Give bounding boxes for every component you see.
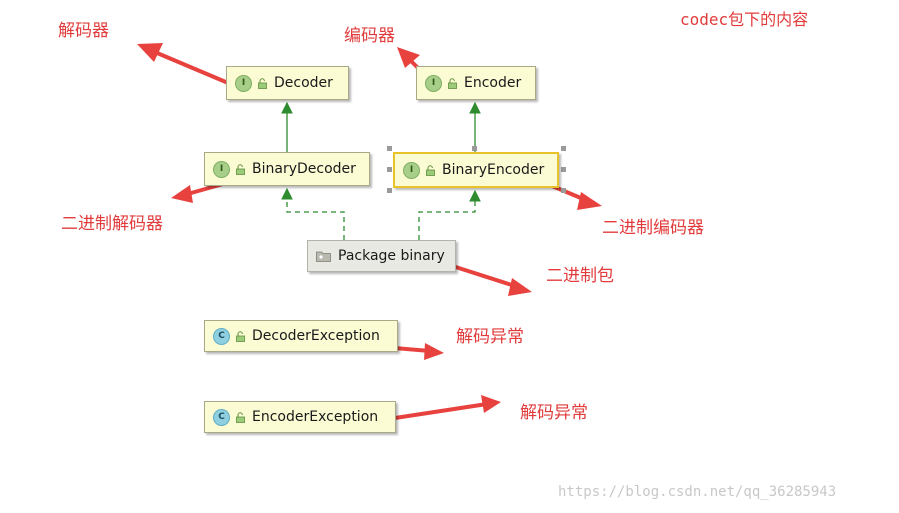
- arrow-decoder: [137, 43, 242, 90]
- node-encoder-exception[interactable]: C EncoderException: [204, 401, 396, 433]
- annotation-decoder: 解码器: [58, 21, 109, 41]
- edge-package-binaryencoder: [418, 189, 481, 240]
- class-icon: C: [213, 408, 230, 426]
- node-binary-encoder[interactable]: I BinaryEncoder: [393, 152, 559, 188]
- annotation-package-binary: 二进制包: [546, 266, 614, 286]
- open-lock-icon: [426, 164, 435, 176]
- selection-handle[interactable]: [561, 167, 566, 172]
- interface-icon: I: [235, 74, 252, 92]
- interface-icon: I: [425, 74, 442, 92]
- open-lock-icon: [236, 330, 245, 342]
- annotation-encoder-exception: 解码异常: [520, 403, 588, 423]
- selection-handle[interactable]: [561, 146, 566, 151]
- annotation-decoder-exception: 解码异常: [456, 327, 524, 347]
- interface-icon: I: [403, 161, 420, 179]
- open-lock-icon: [236, 163, 245, 175]
- node-decoder[interactable]: I Decoder: [226, 66, 349, 100]
- node-encoder[interactable]: I Encoder: [416, 66, 536, 100]
- open-lock-icon: [236, 411, 245, 423]
- class-icon: C: [213, 327, 230, 345]
- interface-icon: I: [213, 160, 230, 178]
- selection-handle[interactable]: [472, 146, 477, 151]
- annotation-encoder: 编码器: [344, 26, 395, 46]
- node-binary-decoder[interactable]: I BinaryDecoder: [204, 152, 370, 186]
- node-label: Decoder: [274, 75, 333, 91]
- node-decoder-exception[interactable]: C DecoderException: [204, 320, 398, 352]
- node-label: Package binary: [338, 248, 445, 264]
- node-label: Encoder: [464, 75, 522, 91]
- annotation-binary-encoder: 二进制编码器: [602, 218, 704, 238]
- edge-package-binarydecoder: [281, 187, 345, 240]
- open-lock-icon: [448, 77, 457, 89]
- selection-handle[interactable]: [387, 188, 392, 193]
- watermark: https://blog.csdn.net/qq_36285943: [558, 484, 837, 500]
- annotation-binary-decoder: 二进制解码器: [61, 214, 163, 234]
- selection-handle[interactable]: [387, 146, 392, 151]
- selection-handle[interactable]: [561, 188, 566, 193]
- node-package-binary[interactable]: Package binary: [307, 240, 456, 272]
- node-label: DecoderException: [252, 328, 380, 344]
- package-icon: [316, 251, 331, 262]
- node-label: EncoderException: [252, 409, 379, 425]
- open-lock-icon: [258, 77, 267, 89]
- title-note: codec包下的内容: [680, 10, 809, 29]
- node-label: BinaryDecoder: [252, 161, 356, 177]
- selection-handle[interactable]: [387, 167, 392, 172]
- node-label: BinaryEncoder: [442, 162, 545, 178]
- arrow-encoder-exception: [393, 395, 501, 420]
